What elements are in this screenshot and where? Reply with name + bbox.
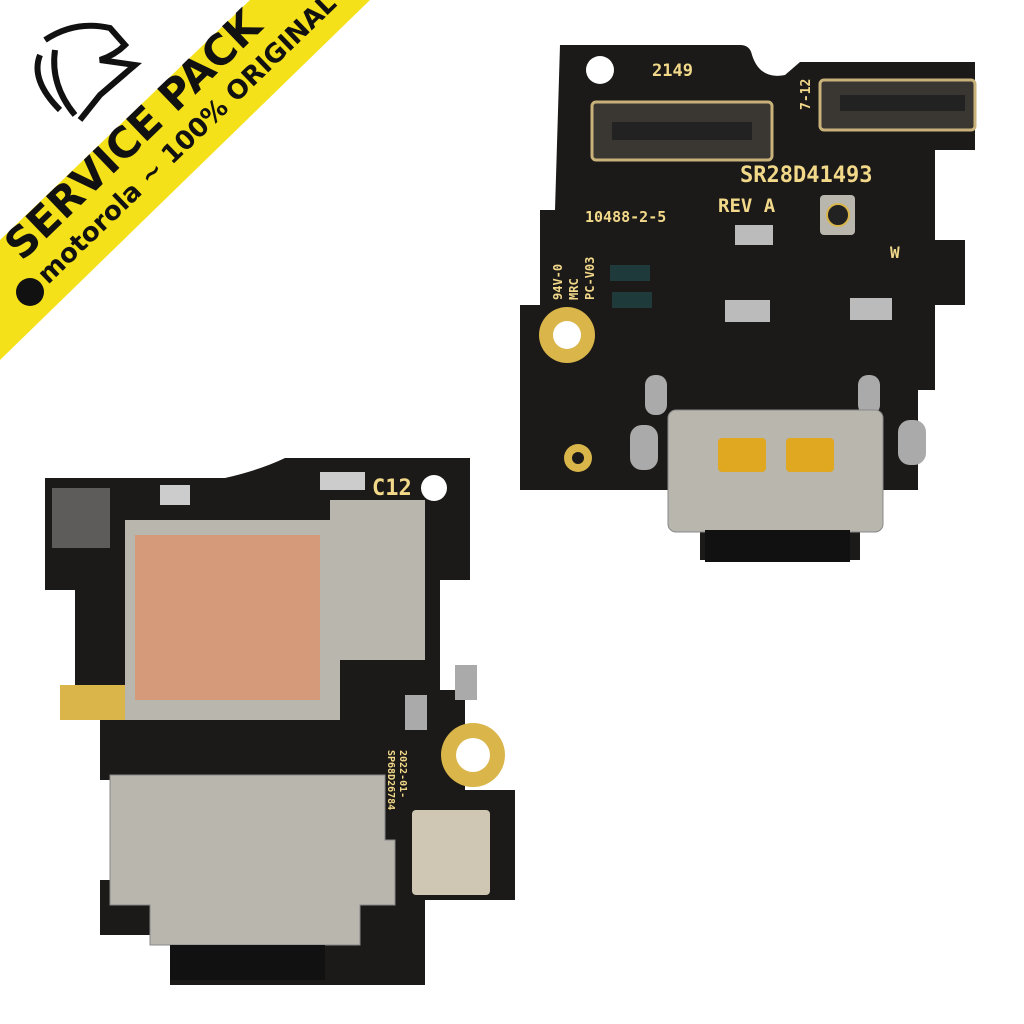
banner-subtitle: motorola ~ 100% ORIGINAL (32, 0, 343, 290)
silk-connector-label: 7-12 (799, 79, 814, 110)
banner-ribbon (0, 0, 370, 360)
usb-c-port (109, 774, 396, 946)
usb-c-port (667, 409, 884, 533)
silk-ul-mark: MRC (567, 278, 581, 300)
mount-hole (421, 475, 447, 501)
silk-code: 10488-2-5 (585, 208, 666, 226)
datamatrix-code (52, 488, 110, 548)
silk-date: 2022-01- (397, 750, 408, 798)
usb-pins (705, 530, 850, 562)
silk-date-code: 2149 (652, 61, 693, 81)
component (735, 225, 773, 245)
mount-hole (586, 56, 614, 84)
gold-tab (60, 685, 130, 720)
silk-revision: REV A (718, 195, 776, 217)
silk-part-number: SP68D26784 (385, 750, 396, 810)
service-pack-banner: SERVICE PACK motorola ~ 100% ORIGINAL (0, 0, 370, 360)
component (412, 810, 490, 895)
silk-label: C12 (372, 476, 412, 501)
silk-part-number: SR28D41493 (740, 163, 872, 188)
lion-head-logo (34, 22, 142, 122)
silk-flammability: 94V-0 (551, 264, 565, 300)
silk-antenna-label: W (890, 243, 900, 262)
charging-board-left: C12 2022-01- SP68D26784 (45, 458, 515, 985)
silk-version: PC-V03 (583, 257, 597, 300)
motorola-m-logo (16, 278, 44, 306)
copper-tape (135, 535, 320, 700)
usb-pins (170, 945, 325, 980)
charging-board-right: 2149 SR28D41493 REV A 10488-2-5 W 94V-0 … (520, 45, 977, 562)
